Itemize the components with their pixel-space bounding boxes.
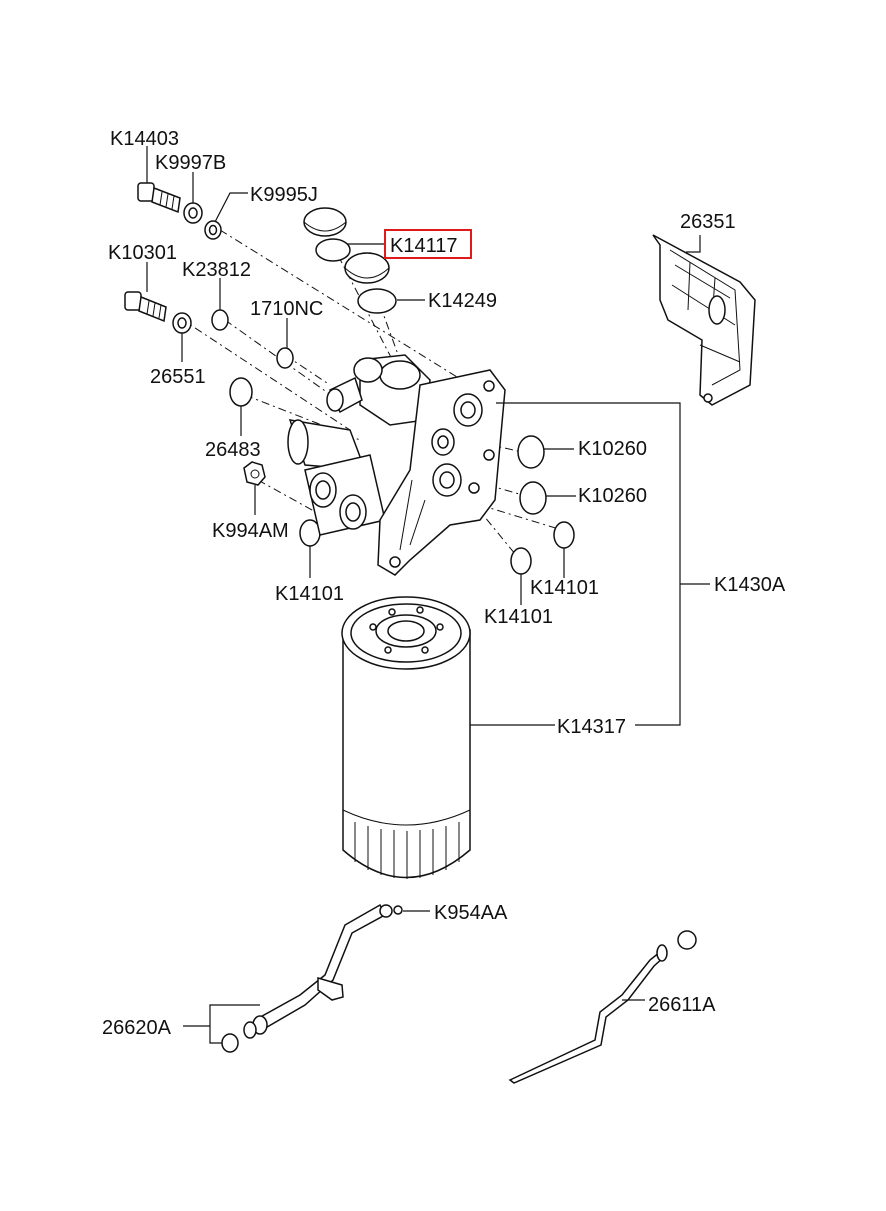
bolt-k14403 xyxy=(137,182,181,214)
washer-26551 xyxy=(172,312,192,334)
cap-upper xyxy=(303,207,347,237)
oring-k23812 xyxy=(211,309,229,331)
label-k1430a: K1430A xyxy=(714,574,786,596)
washer-k9997b xyxy=(183,202,203,224)
label-k14101-mid: K14101 xyxy=(484,606,553,628)
washer-k9995j xyxy=(204,220,222,240)
heat-shield-26351 xyxy=(652,234,756,406)
oring-k14101-right xyxy=(553,521,575,549)
label-k14249: K14249 xyxy=(428,290,497,312)
dipstick-26611a xyxy=(508,930,697,1084)
label-k14101-left: K14101 xyxy=(275,583,344,605)
oring-k14117 xyxy=(315,238,351,262)
label-k14101-right: K14101 xyxy=(530,577,599,599)
part-labels: K14403 K9997B K9995J K14117 K14249 26351… xyxy=(102,128,786,1039)
oring-k14249 xyxy=(357,288,397,314)
oring-k14101-mid xyxy=(510,547,532,575)
label-k14117: K14117 xyxy=(390,235,457,257)
oring-26483 xyxy=(229,377,253,407)
leader-lines xyxy=(146,146,710,1044)
label-26620a: 26620A xyxy=(102,1017,172,1039)
nut-k994am xyxy=(243,461,266,486)
label-k9997b: K9997B xyxy=(155,152,226,174)
oring-26620a xyxy=(221,1033,239,1053)
label-k9995j: K9995J xyxy=(250,184,318,206)
highlight-box-k14117 xyxy=(384,229,472,259)
filter-housing xyxy=(287,354,506,576)
label-26611a: 26611A xyxy=(648,994,716,1016)
label-k10301: K10301 xyxy=(108,242,177,264)
label-k994am: K994AM xyxy=(212,520,289,542)
label-k14317: K14317 xyxy=(557,716,626,738)
label-k10260-upper: K10260 xyxy=(578,438,647,460)
label-k954aa: K954AA xyxy=(434,902,508,924)
oil-filter xyxy=(341,596,471,879)
oring-k10260-lower xyxy=(519,481,547,515)
label-26483: 26483 xyxy=(205,439,261,461)
label-k23812: K23812 xyxy=(182,259,251,281)
guide-tube-26620a xyxy=(243,903,403,1039)
oring-1710nc xyxy=(276,347,294,369)
bolt-k10301 xyxy=(124,291,167,323)
label-26551: 26551 xyxy=(150,366,206,388)
oring-k10260-upper xyxy=(517,435,545,469)
label-26351: 26351 xyxy=(680,211,736,233)
label-k14403: K14403 xyxy=(110,128,179,150)
label-k10260-lower: K10260 xyxy=(578,485,647,507)
label-1710nc: 1710NC xyxy=(250,298,323,320)
cap-lower xyxy=(344,252,390,284)
